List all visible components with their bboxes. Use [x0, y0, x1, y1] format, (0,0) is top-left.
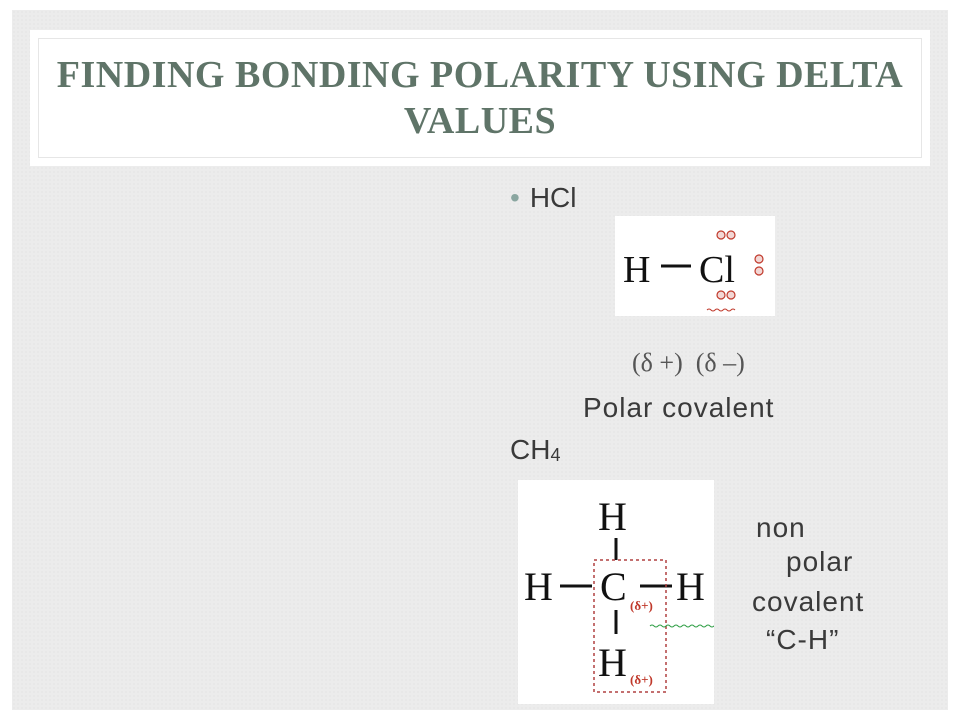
ch4-h-right: H	[676, 564, 705, 609]
slide-title: FINDING BONDING POLARITY USING DELTA VAL…	[56, 54, 904, 142]
title-box: FINDING BONDING POLARITY USING DELTA VAL…	[30, 30, 930, 166]
hcl-h-atom: H	[623, 249, 650, 291]
nonpolar-line-1: non	[756, 512, 806, 543]
nonpolar-line-2: polar	[786, 546, 854, 577]
spellcheck-squiggle-icon	[649, 624, 714, 628]
ch4-lewis-diagram: H H C H H (δ+) (δ+)	[518, 480, 714, 704]
ch4-c-atom: C	[600, 564, 627, 609]
bullet-text: HCl	[529, 182, 577, 213]
ch4-label: CH4	[510, 434, 560, 466]
ch4-delta-h: (δ+)	[630, 672, 653, 687]
hcl-lewis-diagram: H Cl	[615, 216, 775, 316]
lone-pair-dots-icon	[716, 230, 764, 300]
ch4-subscript: 4	[550, 445, 561, 465]
nonpolar-line-3: covalent	[752, 586, 865, 617]
ch4-h-left: H	[524, 564, 553, 609]
bullet-hcl: • HCl	[510, 182, 576, 214]
ch4-h-bottom: H	[598, 640, 627, 685]
polar-covalent-label: Polar covalent	[583, 392, 775, 423]
bullet-dot-icon: •	[510, 182, 520, 213]
hcl-cl-atom: Cl	[699, 249, 735, 291]
ch4-h-top: H	[598, 494, 627, 539]
delta-labels: (δ +) (δ –)	[632, 348, 745, 377]
spellcheck-squiggle-icon	[706, 308, 736, 312]
nonpolar-line-4: “C-H”	[766, 624, 840, 655]
ch4-main: CH	[510, 434, 551, 465]
ch4-delta-c: (δ+)	[630, 598, 653, 613]
